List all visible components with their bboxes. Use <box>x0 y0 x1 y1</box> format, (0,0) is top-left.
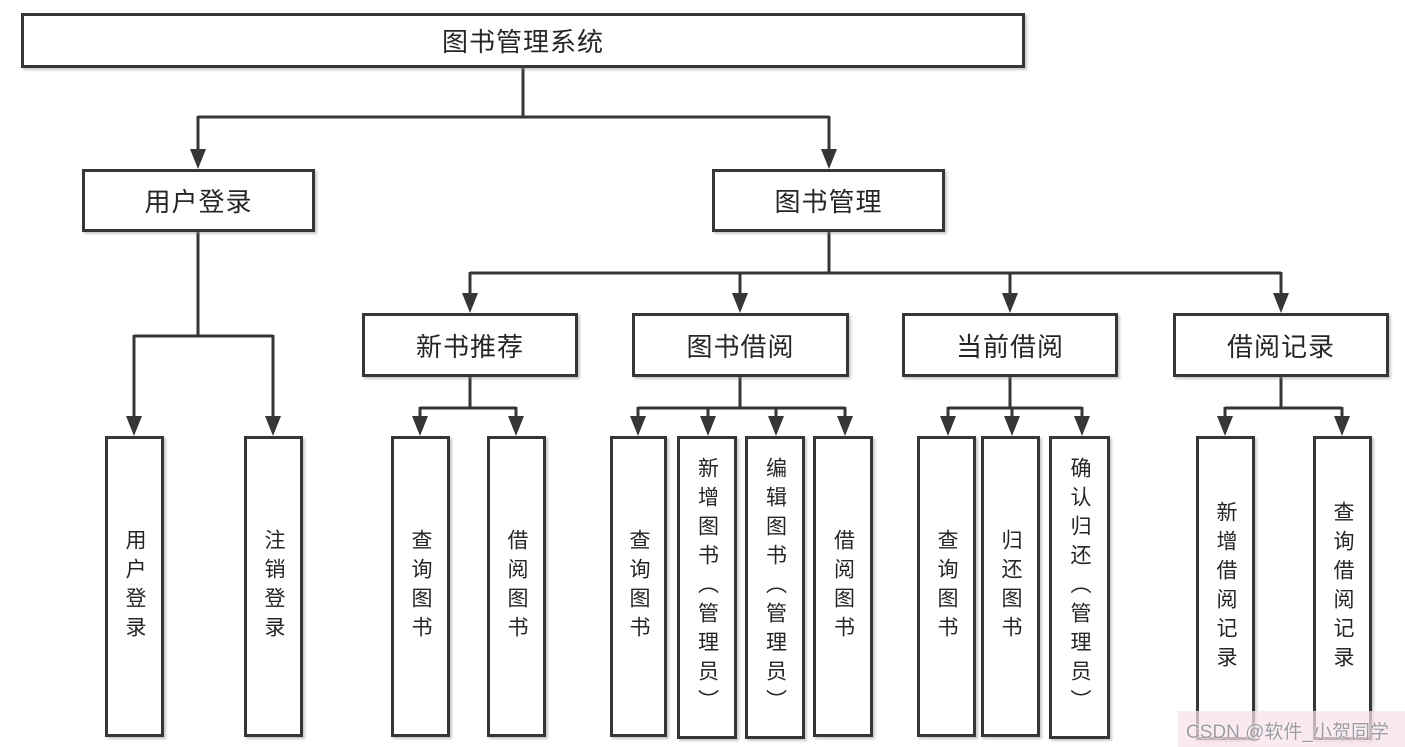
node-root-library-system: 图书管理系统 <box>21 13 1025 68</box>
leaf-logout: 注销登录 <box>244 436 303 737</box>
node-book-management-label: 图书管理 <box>774 187 883 217</box>
node-new-book-recommend: 新书推荐 <box>362 313 578 377</box>
leaf-recommend-query-books-label: 查询图书 <box>409 528 432 645</box>
leaf-recommend-borrow-books: 借阅图书 <box>487 436 546 737</box>
leaf-query-borrow-record: 查询借阅记录 <box>1313 436 1372 740</box>
watermark-background <box>1178 711 1405 747</box>
leaf-return-books-label: 归还图书 <box>999 528 1022 645</box>
node-borrow-records: 借阅记录 <box>1173 313 1389 377</box>
node-book-borrow: 图书借阅 <box>632 313 849 377</box>
leaf-confirm-return-admin-label: 确认归还（管理员） <box>1068 457 1091 718</box>
leaf-logout-label: 注销登录 <box>262 528 285 645</box>
leaf-return-books: 归还图书 <box>981 436 1040 737</box>
leaf-borrow-query-books-label: 查询图书 <box>627 528 650 645</box>
leaf-borrow-books-label: 借阅图书 <box>831 528 855 645</box>
leaf-add-borrow-record-label: 新增借阅记录 <box>1214 501 1237 675</box>
leaf-add-books-admin: 新增图书（管理员） <box>677 436 737 739</box>
watermark-text: CSDN @软件_小贺同学 <box>1186 722 1389 743</box>
node-user-login: 用户登录 <box>82 169 315 232</box>
node-current-borrow-label: 当前借阅 <box>955 331 1064 362</box>
node-book-borrow-label: 图书借阅 <box>686 331 795 362</box>
node-borrow-records-label: 借阅记录 <box>1226 331 1335 362</box>
node-current-borrow: 当前借阅 <box>902 313 1118 377</box>
leaf-current-query-books: 查询图书 <box>917 436 976 737</box>
node-new-book-recommend-label: 新书推荐 <box>415 331 524 362</box>
leaf-user-login-label: 用户登录 <box>123 528 146 645</box>
leaf-borrow-query-books: 查询图书 <box>610 436 667 737</box>
leaf-current-query-books-label: 查询图书 <box>935 528 958 645</box>
leaf-query-borrow-record-label: 查询借阅记录 <box>1331 501 1354 675</box>
leaf-edit-books-admin-label: 编辑图书（管理员） <box>763 457 787 718</box>
leaf-confirm-return-admin: 确认归还（管理员） <box>1049 436 1110 739</box>
leaf-user-login: 用户登录 <box>105 436 164 737</box>
leaf-recommend-borrow-books-label: 借阅图书 <box>505 528 528 645</box>
leaf-recommend-query-books: 查询图书 <box>391 436 450 737</box>
leaf-edit-books-admin: 编辑图书（管理员） <box>745 436 805 739</box>
leaf-borrow-books: 借阅图书 <box>813 436 873 737</box>
node-book-management: 图书管理 <box>712 169 945 232</box>
node-user-login-label: 用户登录 <box>144 187 253 217</box>
leaf-add-borrow-record: 新增借阅记录 <box>1196 436 1255 740</box>
leaf-add-books-admin-label: 新增图书（管理员） <box>695 457 719 718</box>
node-root-label: 图书管理系统 <box>441 27 604 57</box>
